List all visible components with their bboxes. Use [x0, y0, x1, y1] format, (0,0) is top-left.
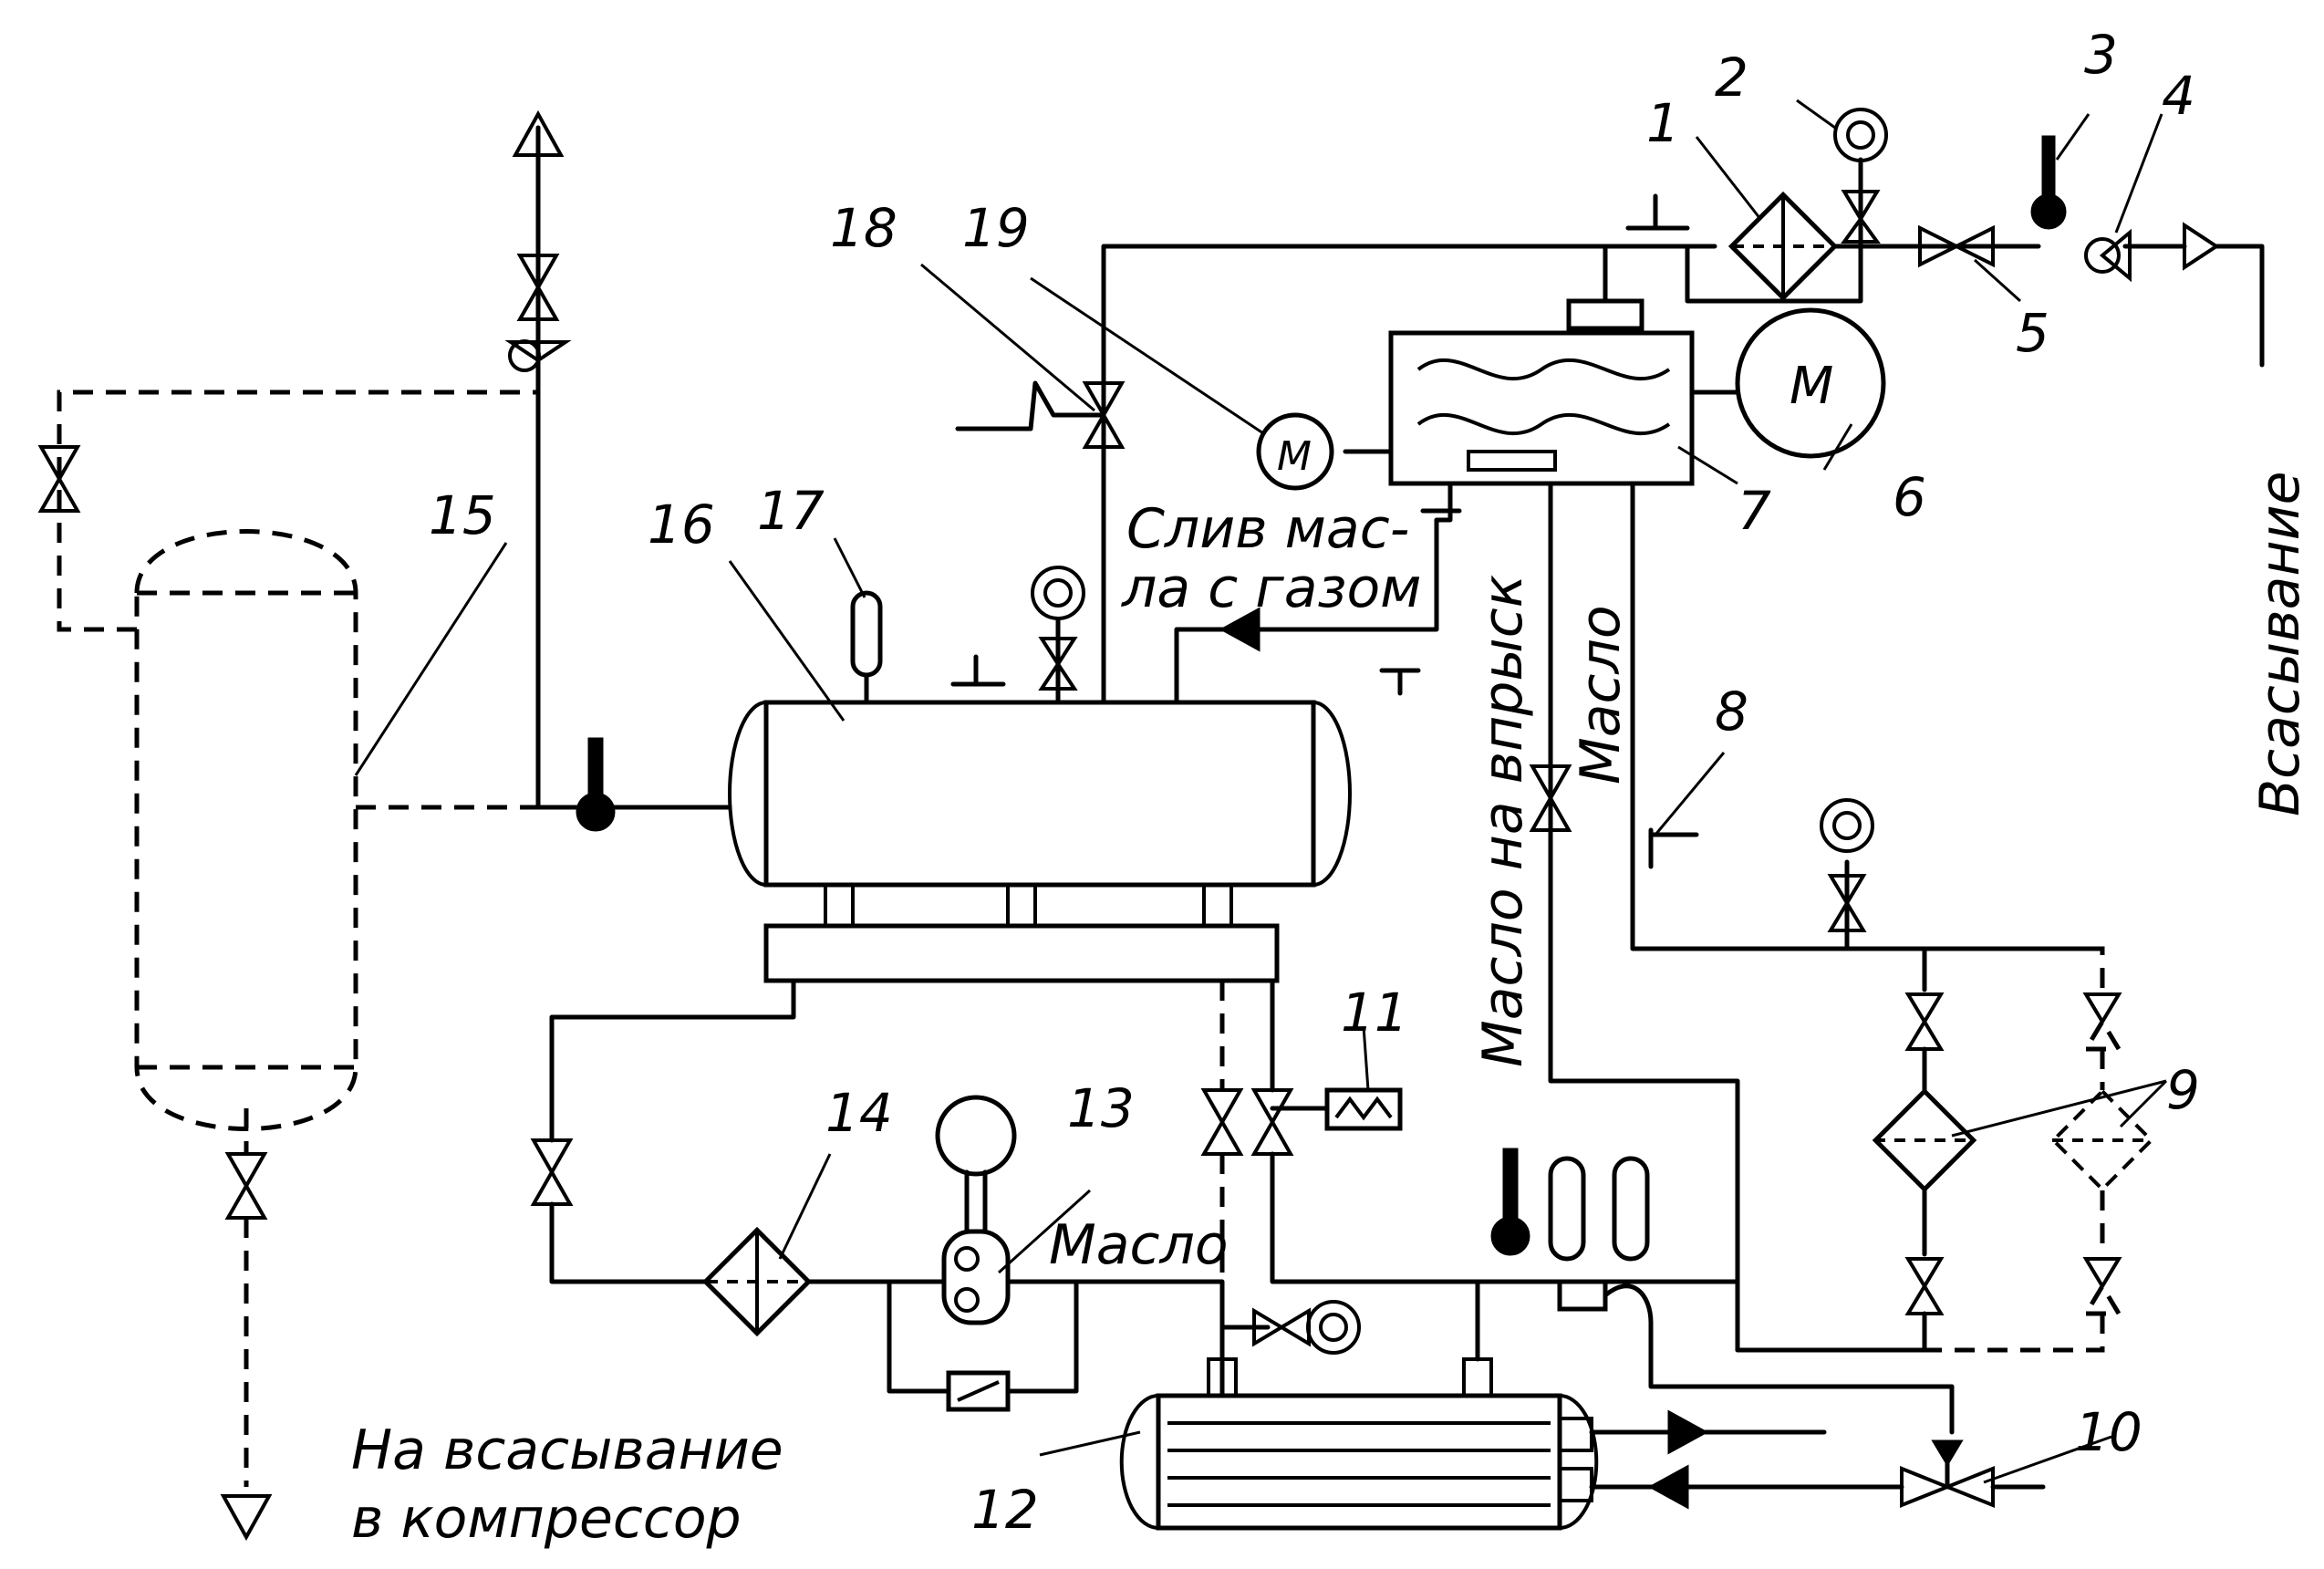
valve-5 — [1918, 224, 1995, 268]
t-mark-separator — [950, 654, 1006, 687]
thermometer-discharge — [576, 737, 616, 832]
label-compressor-suction-2: в компрессор — [351, 1487, 742, 1551]
label-suction: Всасывание — [2248, 471, 2312, 816]
oil-filters-9 — [1735, 946, 2154, 1353]
oil-cooler-12 — [1119, 1357, 1599, 1531]
num-7: 7 — [1738, 480, 1771, 542]
label-oil-horizontal: Масло — [1049, 1213, 1229, 1277]
label-oil-drain-2: ла с газом — [1121, 556, 1421, 620]
num-12: 12 — [971, 1479, 1039, 1541]
oil-separator-16 — [728, 700, 1352, 983]
oil-return-line — [1630, 481, 2101, 951]
motor-6: M — [1689, 307, 1886, 459]
discharge-line — [535, 143, 732, 810]
oil-gas-drain — [1219, 481, 1453, 632]
heater-11 — [1270, 1087, 1403, 1131]
t-mark-drain — [1379, 668, 1421, 696]
arrow-drain — [1219, 607, 1261, 652]
num-6: 6 — [1893, 466, 1926, 528]
labels: Всасывание Слив мас- ла с газом Масло на… — [351, 471, 2312, 1551]
num-19: 19 — [962, 197, 1030, 259]
num-8: 8 — [1715, 681, 1748, 743]
num-2: 2 — [1715, 47, 1748, 109]
num-9: 9 — [2166, 1059, 2200, 1121]
motor-19: M — [1256, 412, 1394, 491]
receiver-15 — [37, 390, 538, 1542]
header-line — [1101, 244, 1690, 705]
label-compressor-suction-1: На всасывание — [351, 1418, 783, 1482]
t-mark-top — [1625, 193, 1690, 231]
gauge-cooler — [1219, 1300, 1361, 1408]
discharge-valves — [504, 109, 572, 372]
thermometer-3 — [2030, 135, 2067, 230]
num-14: 14 — [825, 1082, 893, 1144]
cooling-water — [1589, 1409, 1904, 1510]
cooler-instruments — [1490, 1148, 1955, 1435]
oil-injection-line — [1548, 481, 1740, 1353]
label-oil-injection: Масло на впрыск — [1471, 575, 1535, 1067]
screw-compressor-7 — [1388, 330, 1695, 486]
num-11: 11 — [1341, 982, 1408, 1044]
num-18: 18 — [830, 197, 897, 259]
motor-19-letter: M — [1277, 433, 1312, 480]
t-mark-8 — [1648, 827, 1699, 869]
num-10: 10 — [2075, 1401, 2142, 1463]
num-17: 17 — [757, 480, 825, 542]
gauge-separator — [1031, 566, 1085, 705]
oil-pump-13 — [935, 1095, 1017, 1325]
label-oil-vertical: Масло — [1569, 605, 1633, 784]
num-1: 1 — [1646, 92, 1680, 154]
num-15: 15 — [429, 484, 496, 546]
three-way-valve-10 — [1900, 1439, 2046, 1508]
leader-lines — [354, 99, 2168, 1484]
label-oil-drain-1: Слив мас- — [1126, 497, 1409, 561]
gauge-filters-9 — [1820, 798, 1874, 951]
filter-1 — [1685, 191, 1863, 304]
callout-numbers: 1 2 3 4 5 6 7 8 9 10 11 12 13 14 15 16 1… — [429, 24, 2200, 1541]
oil-outlet-left — [549, 978, 796, 1143]
motor-6-letter: M — [1790, 357, 1833, 416]
check-valve-4 — [2084, 228, 2132, 283]
filter-14 — [701, 1226, 813, 1337]
num-16: 16 — [648, 494, 715, 556]
flange-top — [1566, 298, 1644, 331]
safety-valve-18 — [955, 380, 1126, 449]
num-13: 13 — [1067, 1077, 1135, 1139]
gauge-2 — [1833, 108, 1888, 249]
num-4: 4 — [2162, 65, 2195, 127]
sight-glass-17 — [850, 590, 883, 705]
num-3: 3 — [2084, 24, 2118, 86]
num-5: 5 — [2016, 302, 2049, 364]
